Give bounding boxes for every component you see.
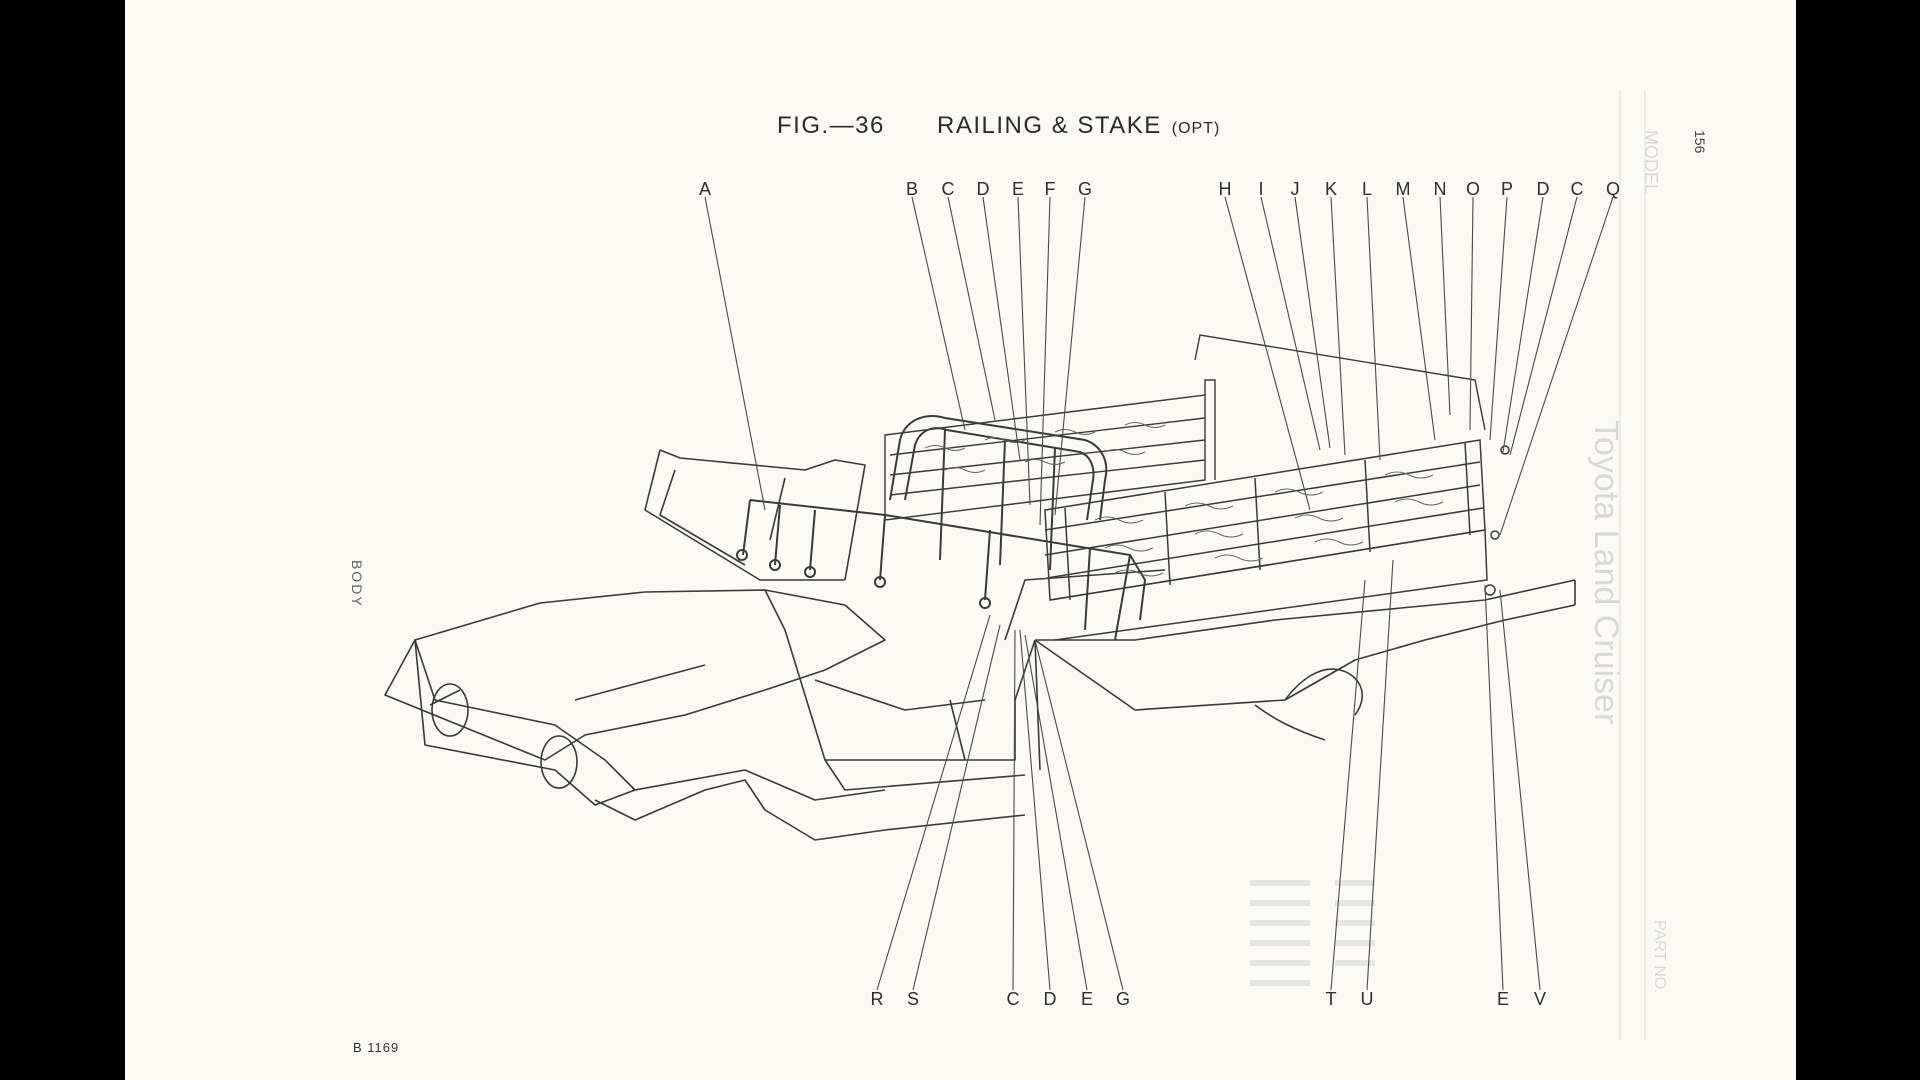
leader-lines-bottom [876,559,1541,991]
callout-top-h-7: H [1219,179,1232,199]
callout-bottom-d-3: D [1044,989,1057,1009]
callout-top-c-2: C [942,179,955,199]
callout-bottom-g-5: G [1116,989,1130,1009]
callout-top-c-17: C [1571,179,1584,199]
callout-bottom-e-8: E [1497,989,1509,1009]
callout-top-d-16: D [1537,179,1550,199]
callout-top-m-12: M [1396,179,1411,199]
bleed-through-text: Toyota Land Cruiser MODEL PART NO. [1250,90,1668,1040]
callout-bottom-t-6: T [1326,989,1337,1009]
callout-bottom-v-9: V [1534,989,1546,1009]
callout-top-o-14: O [1466,179,1480,199]
stake-panel-side [1044,439,1510,641]
figure-option-tag: (OPT) [1171,120,1221,137]
bleed-partno: PART NO. [1651,920,1668,994]
callout-top-g-6: G [1078,179,1092,199]
callout-bottom-c-2: C [1007,989,1020,1009]
plate-number: B 1169 [353,1040,400,1055]
callout-top-e-4: E [1012,179,1024,199]
callout-top-k-10: K [1325,179,1337,199]
callout-top-i-8: I [1258,179,1263,199]
callout-top-a-0: A [699,179,711,199]
callout-top-l-11: L [1362,179,1372,199]
figure-number: FIG.—36 [777,112,885,139]
callout-top-d-3: D [977,179,990,199]
page-number: 156 [1692,130,1708,154]
bleed-title: Toyota Land Cruiser [1587,420,1625,724]
bleed-model: MODEL [1641,130,1661,194]
figure-caption: RAILING & STAKE [937,112,1162,139]
callout-top-q-18: Q [1606,179,1620,199]
callout-top-n-13: N [1434,179,1447,199]
manual-page: Toyota Land Cruiser MODEL PART NO. [125,0,1796,1080]
callout-bottom-e-4: E [1081,989,1093,1009]
callout-bottom-r-0: R [871,989,884,1009]
callout-top-p-15: P [1501,179,1513,199]
figure-title: FIG.—36 RAILING & STAKE (OPT) [777,112,1537,140]
section-label: BODY [349,560,365,608]
callout-top-f-5: F [1045,179,1056,199]
callout-top-j-9: J [1291,179,1300,199]
railing-stake-diagram: Toyota Land Cruiser MODEL PART NO. [384,90,1668,1040]
stake-panel-rear [884,334,1486,521]
callout-bottom-u-7: U [1361,989,1374,1009]
callout-top-b-1: B [906,179,918,199]
callout-bottom-s-1: S [907,989,919,1009]
leader-lines-top [704,196,1614,536]
